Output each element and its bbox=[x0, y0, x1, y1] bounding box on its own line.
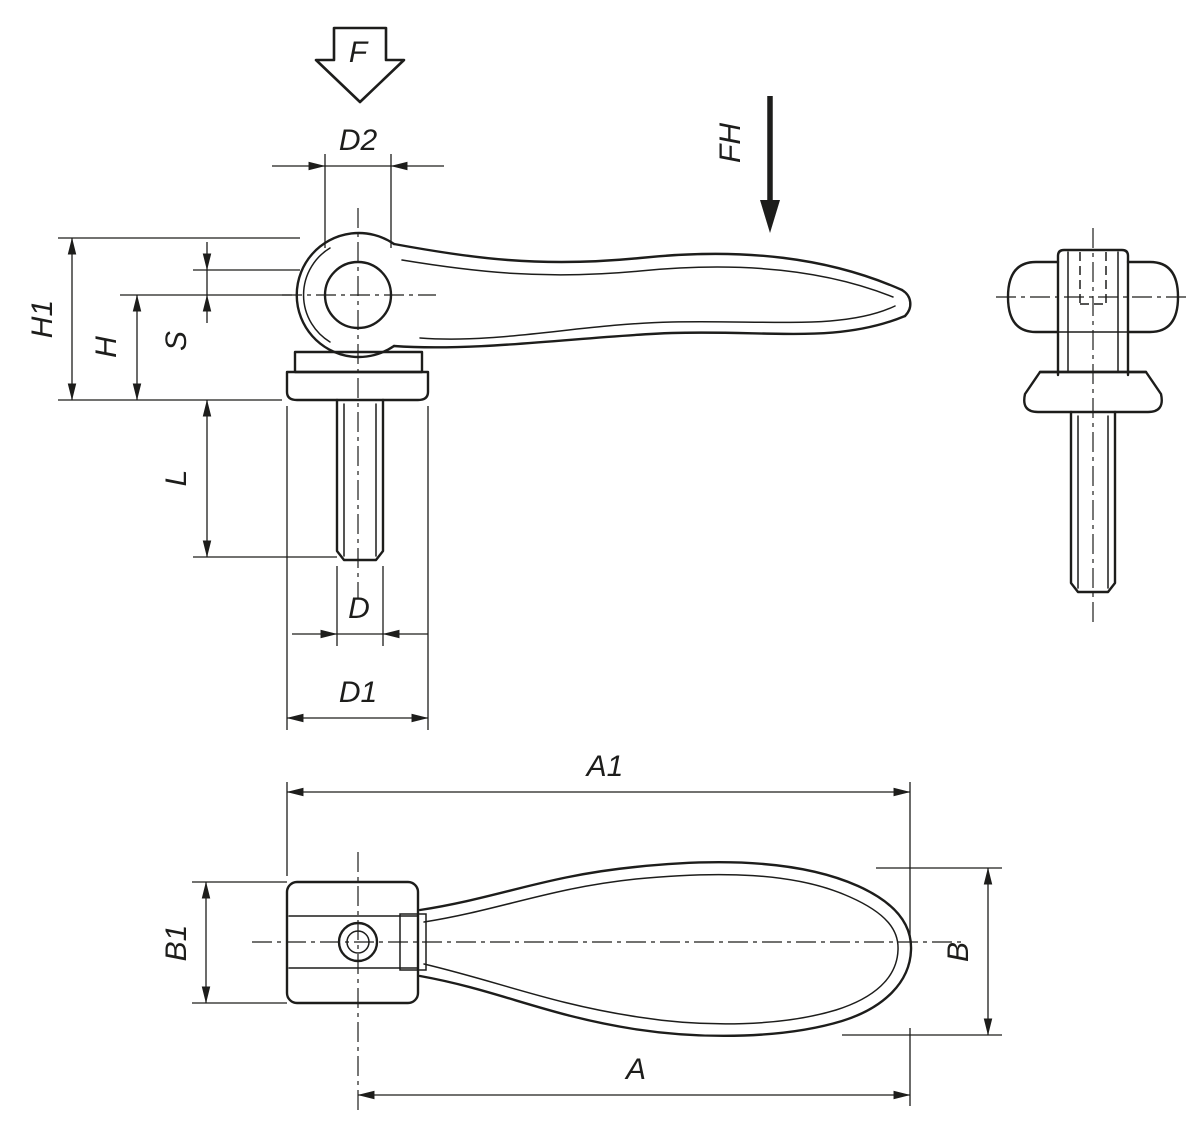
lever-handle-bottom-edge bbox=[392, 314, 907, 349]
dim-label-h: H bbox=[90, 336, 123, 358]
cam-head-plan bbox=[285, 880, 420, 1005]
lever-body-front bbox=[1056, 248, 1130, 377]
force-symbols bbox=[314, 26, 780, 233]
stud-boss-plan bbox=[337, 921, 379, 963]
dim-label-b: B bbox=[942, 942, 975, 962]
threaded-stud-front bbox=[1069, 410, 1117, 594]
dim-label-l: L bbox=[160, 470, 193, 487]
lever-handle-tip bbox=[900, 288, 912, 318]
lever-handle-inner-line bbox=[419, 305, 896, 340]
cam-head-hole bbox=[323, 260, 393, 330]
dim-label-d: D bbox=[348, 592, 370, 625]
dim-label-a1: A1 bbox=[585, 750, 624, 783]
lever-handle-top-edge bbox=[392, 242, 904, 292]
dim-label-d1: D1 bbox=[339, 676, 377, 709]
cam-lobe-left bbox=[1006, 260, 1060, 334]
force-fh-label: FH bbox=[714, 123, 747, 163]
front-view-geometry bbox=[1006, 248, 1180, 594]
dim-label-d2: D2 bbox=[339, 124, 378, 157]
dim-label-b1: B1 bbox=[160, 925, 193, 962]
force-f-label: F bbox=[349, 36, 369, 69]
dim-label-h1: H1 bbox=[26, 300, 59, 338]
lever-handle-plan-inner bbox=[423, 873, 899, 1025]
lever-handle-plan-outer bbox=[418, 860, 913, 1038]
stud-hole-plan bbox=[346, 930, 370, 954]
lever-handle-inner-line bbox=[401, 259, 894, 298]
force-f-arrow bbox=[314, 26, 406, 104]
dimension-annotations bbox=[58, 154, 1002, 1106]
side-view-geometry bbox=[285, 231, 912, 562]
cam-head-inner-arc bbox=[302, 247, 331, 343]
threaded-stud bbox=[335, 398, 385, 562]
force-fh-arrow-head bbox=[760, 200, 780, 233]
neck-step bbox=[399, 913, 427, 971]
top-view-geometry bbox=[285, 860, 913, 1038]
cam-head-outline bbox=[295, 231, 396, 359]
centerlines bbox=[252, 208, 1190, 1110]
washer-flange-front bbox=[1023, 370, 1163, 414]
washer-flange bbox=[285, 370, 430, 402]
dim-label-a: A bbox=[624, 1053, 646, 1086]
dimension-labels: F FH D2 H1 H S L D D1 A1 A B1 B bbox=[26, 36, 975, 1086]
cam-lobe-right bbox=[1126, 260, 1180, 334]
dim-label-s: S bbox=[160, 331, 193, 351]
